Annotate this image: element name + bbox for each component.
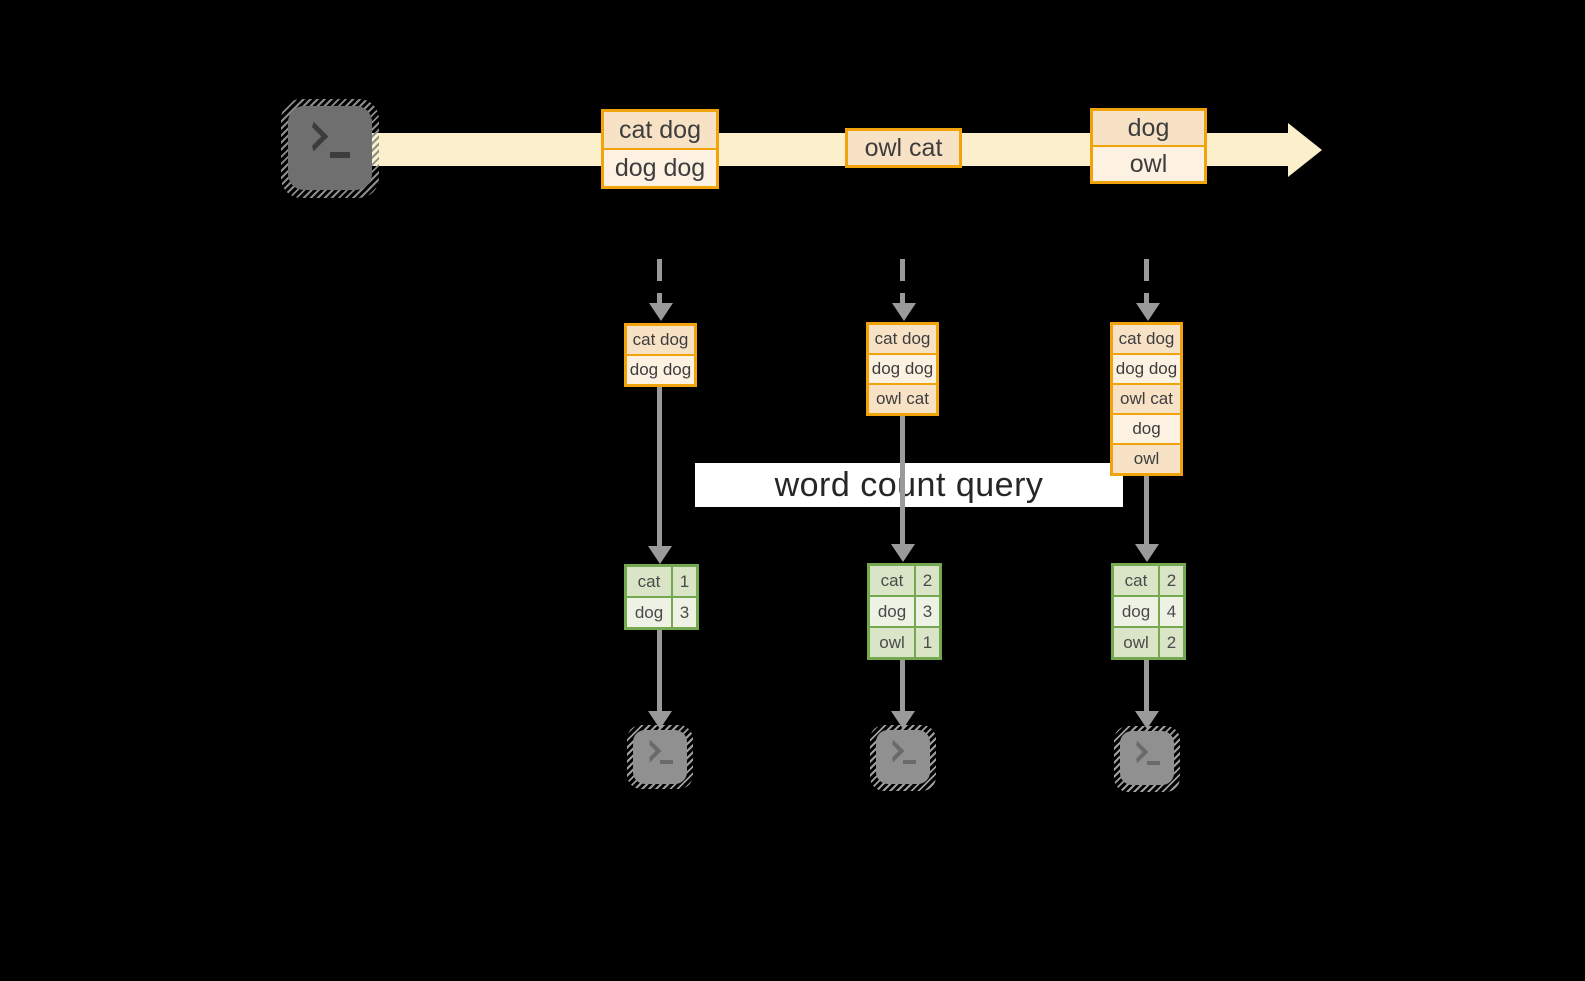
stream-record: dog dog — [604, 150, 716, 186]
count-cell: 3 — [916, 597, 939, 626]
dashed-arrow-line-3 — [1144, 259, 1149, 303]
table-row: cat 2 — [1114, 566, 1183, 595]
terminal-prompt-chevron-icon — [638, 739, 662, 763]
terminal-cursor-icon — [903, 760, 916, 764]
stream-record: cat dog — [604, 112, 716, 148]
sink-arrow-line-1 — [657, 630, 662, 711]
table-row: cat 2 — [870, 566, 939, 595]
word-cell: dog — [1114, 597, 1158, 626]
word-cell: cat — [1114, 566, 1158, 595]
micro-batch-stack-1: cat dog dog dog — [624, 323, 697, 387]
table-row: cat 1 — [627, 567, 696, 596]
micro-batch-record: cat dog — [627, 326, 694, 354]
query-arrow-line-1 — [657, 385, 662, 546]
terminal-cursor-icon — [660, 760, 673, 764]
micro-batch-record: owl cat — [869, 385, 936, 413]
count-cell: 2 — [1160, 566, 1183, 595]
count-cell: 2 — [1160, 628, 1183, 657]
table-row: dog 4 — [1114, 597, 1183, 626]
table-row: owl 1 — [870, 628, 939, 657]
sink-arrow-head-1 — [648, 711, 672, 729]
micro-batch-record: owl cat — [1113, 385, 1180, 413]
terminal-icon — [1120, 731, 1174, 785]
sink-arrow-line-2 — [900, 660, 905, 711]
micro-batch-record: cat dog — [869, 325, 936, 353]
micro-batch-record: dog — [1113, 415, 1180, 443]
table-row: dog 3 — [870, 597, 939, 626]
table-row: dog 3 — [627, 598, 696, 627]
word-cell: dog — [870, 597, 914, 626]
sink-arrow-head-2 — [891, 711, 915, 729]
word-cell: cat — [870, 566, 914, 595]
stream-record: owl cat — [848, 131, 959, 165]
stream-batch-1: cat dog dog dog — [601, 109, 719, 189]
terminal-cursor-icon — [1147, 761, 1160, 765]
dashed-arrow-head-1 — [649, 303, 673, 321]
word-cell: dog — [627, 598, 671, 627]
micro-batch-record: cat dog — [1113, 325, 1180, 353]
word-cell: cat — [627, 567, 671, 596]
word-cell: owl — [870, 628, 914, 657]
stream-batch-2: owl cat — [845, 128, 962, 168]
stream-record: owl — [1093, 147, 1204, 181]
count-cell: 2 — [916, 566, 939, 595]
dashed-arrow-line-2 — [900, 259, 905, 303]
sink-arrow-line-3 — [1144, 660, 1149, 711]
stream-record: dog — [1093, 111, 1204, 145]
micro-batch-record: owl — [1113, 445, 1180, 473]
count-cell: 1 — [673, 567, 696, 596]
query-arrow-head-1 — [648, 546, 672, 564]
table-row: owl 2 — [1114, 628, 1183, 657]
micro-batch-stack-2: cat dog dog dog owl cat — [866, 322, 939, 416]
terminal-icon — [633, 730, 687, 784]
count-table-2: cat 2 dog 3 owl 1 — [867, 563, 942, 660]
micro-batch-record: dog dog — [1113, 355, 1180, 383]
dashed-arrow-line-1 — [657, 259, 662, 303]
dashed-arrow-head-3 — [1136, 303, 1160, 321]
terminal-prompt-chevron-icon — [298, 121, 329, 152]
terminal-prompt-chevron-icon — [881, 739, 905, 763]
query-arrow-line-3 — [1144, 476, 1149, 544]
word-count-query-banner: word count query — [695, 463, 1123, 507]
micro-batch-record: dog dog — [627, 356, 694, 384]
query-arrow-head-3 — [1135, 544, 1159, 562]
terminal-prompt-chevron-icon — [1125, 740, 1149, 764]
query-arrow-head-2 — [891, 544, 915, 562]
terminal-cursor-icon — [330, 152, 350, 158]
terminal-icon — [288, 106, 372, 190]
count-cell: 1 — [916, 628, 939, 657]
micro-batch-record: dog dog — [869, 355, 936, 383]
micro-batch-stack-3: cat dog dog dog owl cat dog owl — [1110, 322, 1183, 476]
count-cell: 4 — [1160, 597, 1183, 626]
count-cell: 3 — [673, 598, 696, 627]
count-table-3: cat 2 dog 4 owl 2 — [1111, 563, 1186, 660]
count-table-1: cat 1 dog 3 — [624, 564, 699, 630]
stream-arrowhead — [1288, 123, 1322, 177]
sink-arrow-head-3 — [1135, 711, 1159, 729]
word-cell: owl — [1114, 628, 1158, 657]
terminal-icon — [876, 730, 930, 784]
stream-batch-3: dog owl — [1090, 108, 1207, 184]
dashed-arrow-head-2 — [892, 303, 916, 321]
query-arrow-line-2 — [900, 414, 905, 544]
